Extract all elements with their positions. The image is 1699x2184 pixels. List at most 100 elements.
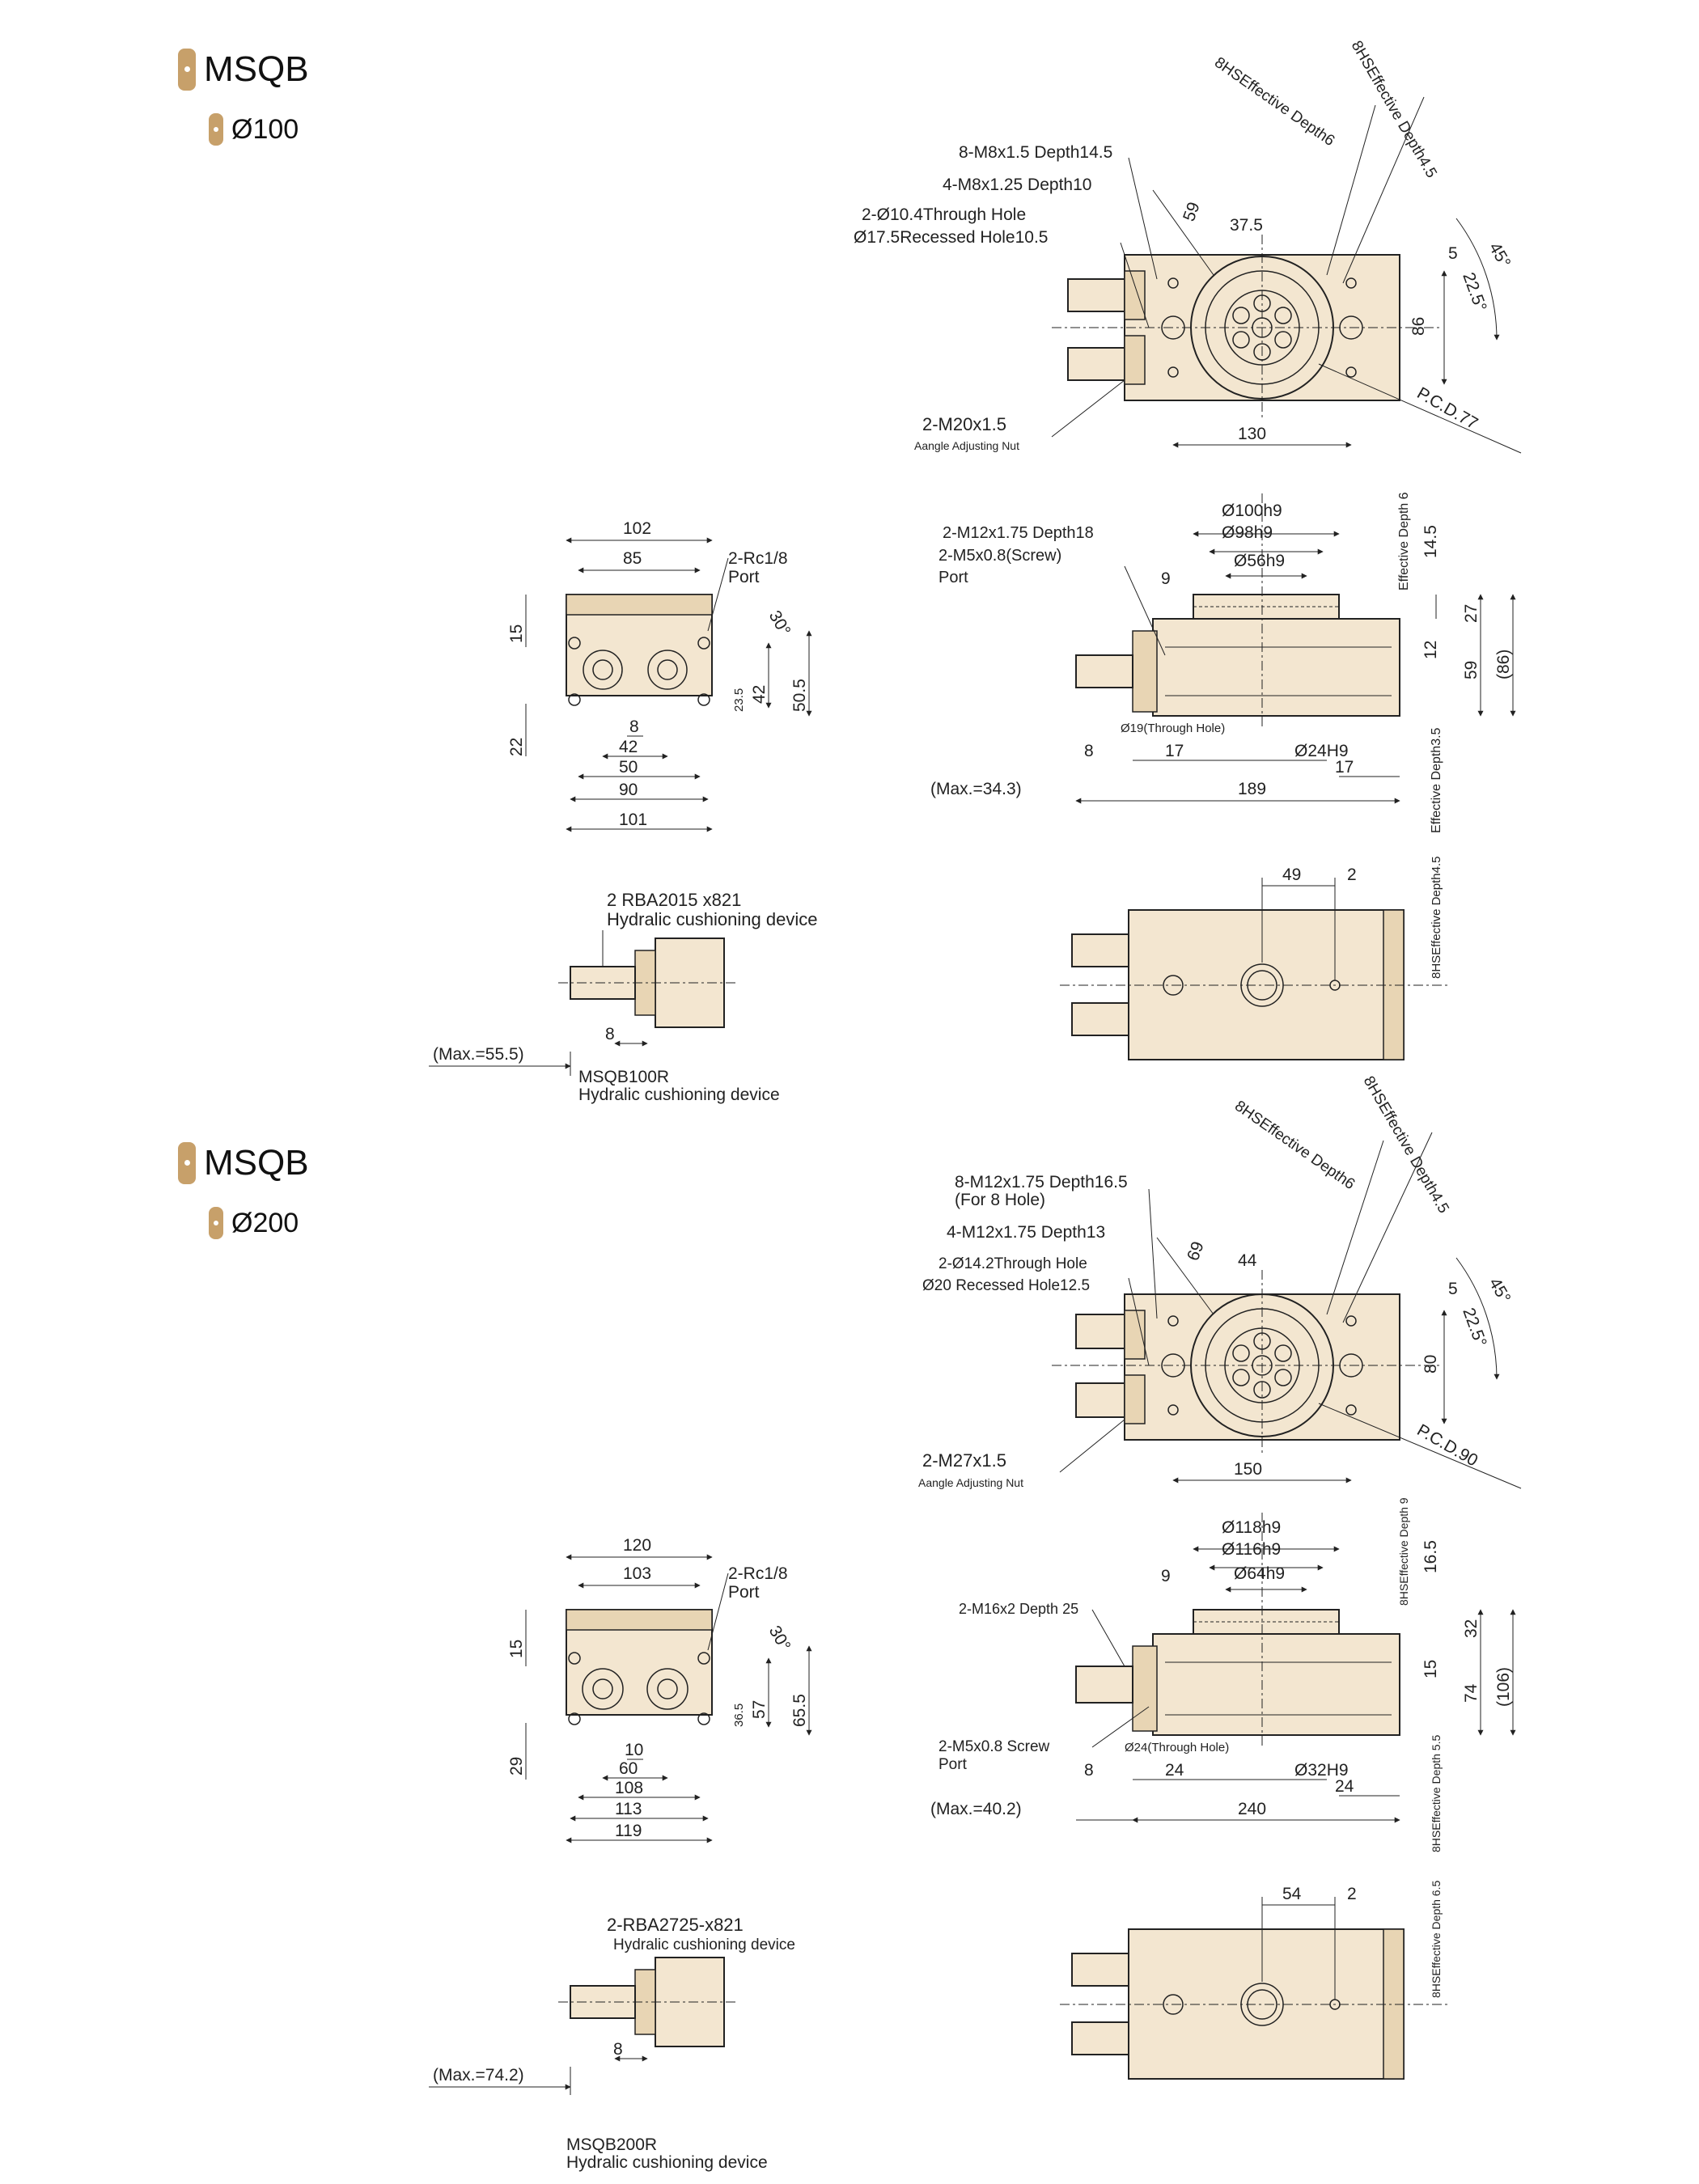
s1-top-note-4: Ø17.5Recessed Hole10.5	[854, 228, 1049, 247]
s2-end-dim-12: 30°	[765, 1623, 794, 1654]
s2-cushion-model: MSQB200R	[566, 2135, 657, 2154]
s2-side-dim-9: 8	[1084, 1761, 1094, 1780]
s1-side-view	[1075, 493, 1516, 804]
s1-side-note-through: Ø19(Through Hole)	[1121, 722, 1225, 735]
s2-side-note-through: Ø24(Through Hole)	[1125, 1741, 1229, 1754]
s1-side-dim-7: 59	[1462, 661, 1481, 679]
s1-side-dim-14: (Max.=34.3)	[930, 780, 1022, 798]
s2-side-dim-4: 16.5	[1421, 1540, 1440, 1573]
s1-end-port: 2-Rc1/8	[728, 549, 788, 568]
s2-cushion-dim: 8	[613, 2040, 623, 2059]
s2-end-dim-4: 10	[625, 1741, 643, 1759]
s2-dim-150: 150	[1234, 1460, 1262, 1479]
s2-end-view	[525, 1554, 812, 1843]
s2-side-note-1: 2-M16x2 Depth 25	[959, 1601, 1078, 1617]
s2-dim-80: 80	[1421, 1355, 1440, 1373]
s1-adjust-nut: 2-M20x1.5	[922, 414, 1006, 434]
s1-angle-label-2: 8HSEffective Depth4.5	[1348, 38, 1440, 181]
s1-cushion-label: 2 RBA2015 x821	[607, 890, 741, 910]
s2-bottom-dim-0: 54	[1282, 1885, 1302, 1903]
bullet-tag-icon	[209, 1207, 223, 1239]
section1-series-title: MSQB	[204, 49, 309, 89]
s2-top-note-3: 4-M12x1.75 Depth13	[947, 1223, 1105, 1242]
s1-top-note-3: 2-Ø10.4Through Hole	[862, 205, 1026, 224]
s1-end-dim-5: 42	[619, 738, 638, 756]
s1-cushion-view	[429, 930, 736, 1076]
s1-end-view	[525, 537, 812, 832]
s2-dim-pcd: P.C.D.90	[1414, 1420, 1481, 1470]
s1-end-dim-11: 50.5	[790, 679, 809, 712]
s2-adjust-nut-sub: Aangle Adjusting Nut	[918, 1476, 1023, 1489]
s1-side-dim-6: 12	[1421, 641, 1440, 659]
s1-bottom-dim-0: 49	[1282, 866, 1301, 884]
s2-bottom-labels: 54 2 8HSEffective Depth 6.5	[1282, 1881, 1443, 1998]
s1-side-dim-3: 9	[1161, 569, 1171, 588]
s2-side-dim-13: 240	[1238, 1800, 1266, 1818]
s1-angle-label-1: 8HSEffective Depth6	[1211, 54, 1337, 150]
s2-side-view-labels: 2-M16x2 Depth 25 2-M5x0.8 Screw Port Ø24…	[930, 1497, 1513, 1852]
s1-dim-pcd: P.C.D.77	[1414, 383, 1481, 433]
s1-side-note-1: 2-M12x1.75 Depth18	[943, 524, 1094, 542]
s1-end-dim-10: 42	[750, 685, 769, 704]
s1-top-view	[1051, 96, 1522, 454]
s1-top-note-2: 4-M8x1.25 Depth10	[943, 176, 1091, 194]
s2-end-dim-0: 120	[623, 1536, 651, 1555]
s2-end-port: 2-Rc1/8	[728, 1564, 788, 1583]
s1-side-dim-1: Ø98h9	[1222, 523, 1273, 542]
s1-dim-130: 130	[1238, 425, 1266, 443]
s2-top-note-1: 8-M12x1.75 Depth16.5	[955, 1173, 1128, 1191]
s2-end-dim-6: 108	[615, 1779, 643, 1797]
s1-side-dim-2: Ø56h9	[1234, 552, 1285, 570]
s2-side-dim-11: Ø32H9	[1294, 1761, 1349, 1780]
section1-series-heading: MSQB	[178, 49, 309, 91]
s1-end-dim-9: 23.5	[732, 688, 746, 712]
s1-side-dim-4: 14.5	[1421, 525, 1440, 558]
s1-side-view-labels: 2-M12x1.75 Depth18 2-M5x0.8(Screw) Port …	[930, 492, 1513, 833]
section2-series-heading: MSQB	[178, 1142, 309, 1184]
bullet-tag-icon	[209, 113, 223, 146]
s1-dim-37-5: 37.5	[1230, 216, 1263, 235]
s1-side-label-1: Effective Depth 6	[1397, 492, 1411, 590]
s2-bottom-view	[1060, 1897, 1448, 2080]
s1-dim-5: 5	[1448, 244, 1458, 263]
s1-side-dim-9: 8	[1084, 742, 1094, 760]
s2-cushion-labels: 2-RBA2725-x821 Hydralic cushioning devic…	[433, 1915, 795, 2172]
s1-adjust-nut-sub: Aangle Adjusting Nut	[914, 439, 1019, 452]
s2-bottom-side-label: 8HSEffective Depth 6.5	[1430, 1881, 1443, 1998]
s1-cushion-dim: 8	[605, 1025, 615, 1043]
s2-cushion-label: 2-RBA2725-x821	[607, 1915, 744, 1935]
s2-side-dim-0: Ø118h9	[1222, 1518, 1281, 1537]
s2-cushion-label-sub: Hydralic cushioning device	[613, 1936, 795, 1953]
s1-side-dim-12: 17	[1335, 758, 1354, 777]
s2-side-dim-8: (106)	[1494, 1667, 1513, 1707]
s1-bottom-labels: 49 2 8HSEffective Depth4.5	[1282, 857, 1443, 979]
s1-end-dim-2: 15	[507, 624, 526, 643]
s1-bottom-side-label: 8HSEffective Depth4.5	[1430, 857, 1443, 979]
s1-side-dim-5: 27	[1462, 604, 1481, 623]
s2-end-dim-10: 57	[750, 1700, 769, 1719]
s2-side-dim-10: 24	[1165, 1761, 1184, 1780]
s2-side-label-2: 8HSEffective Depth 5.5	[1430, 1735, 1443, 1852]
section1-size-heading: Ø100	[209, 113, 299, 146]
s2-end-dim-11: 65.5	[790, 1694, 809, 1727]
s1-side-note-port: Port	[938, 569, 968, 586]
s2-top-note-4: 2-Ø14.2Through Hole	[938, 1255, 1087, 1272]
s2-end-dim-1: 103	[623, 1564, 651, 1583]
s1-dim-59: 59	[1180, 200, 1204, 224]
s1-top-note-1: 8-M8x1.5 Depth14.5	[959, 143, 1112, 162]
s2-end-dim-2: 15	[507, 1640, 526, 1658]
s2-end-dim-9: 36.5	[732, 1704, 746, 1727]
s1-side-dim-13: 189	[1238, 780, 1266, 798]
s2-side-dim-7: 74	[1462, 1683, 1481, 1703]
s2-angle-label-2: 8HSEffective Depth4.5	[1360, 1073, 1452, 1217]
s2-angle-label-1: 8HSEffective Depth6	[1231, 1098, 1358, 1193]
s1-cushion-model: MSQB100R	[578, 1068, 669, 1086]
s1-dim-45: 45°	[1485, 239, 1515, 271]
section2-size-heading: Ø200	[209, 1207, 299, 1239]
bullet-tag-icon	[178, 49, 196, 91]
s1-end-dim-3: 22	[507, 738, 526, 756]
s2-end-dim-3: 29	[507, 1757, 526, 1776]
s1-end-dim-6: 50	[619, 758, 638, 777]
s1-cushion-max: (Max.=55.5)	[433, 1045, 524, 1064]
s2-side-note-2: 2-M5x0.8 Screw	[938, 1738, 1050, 1755]
